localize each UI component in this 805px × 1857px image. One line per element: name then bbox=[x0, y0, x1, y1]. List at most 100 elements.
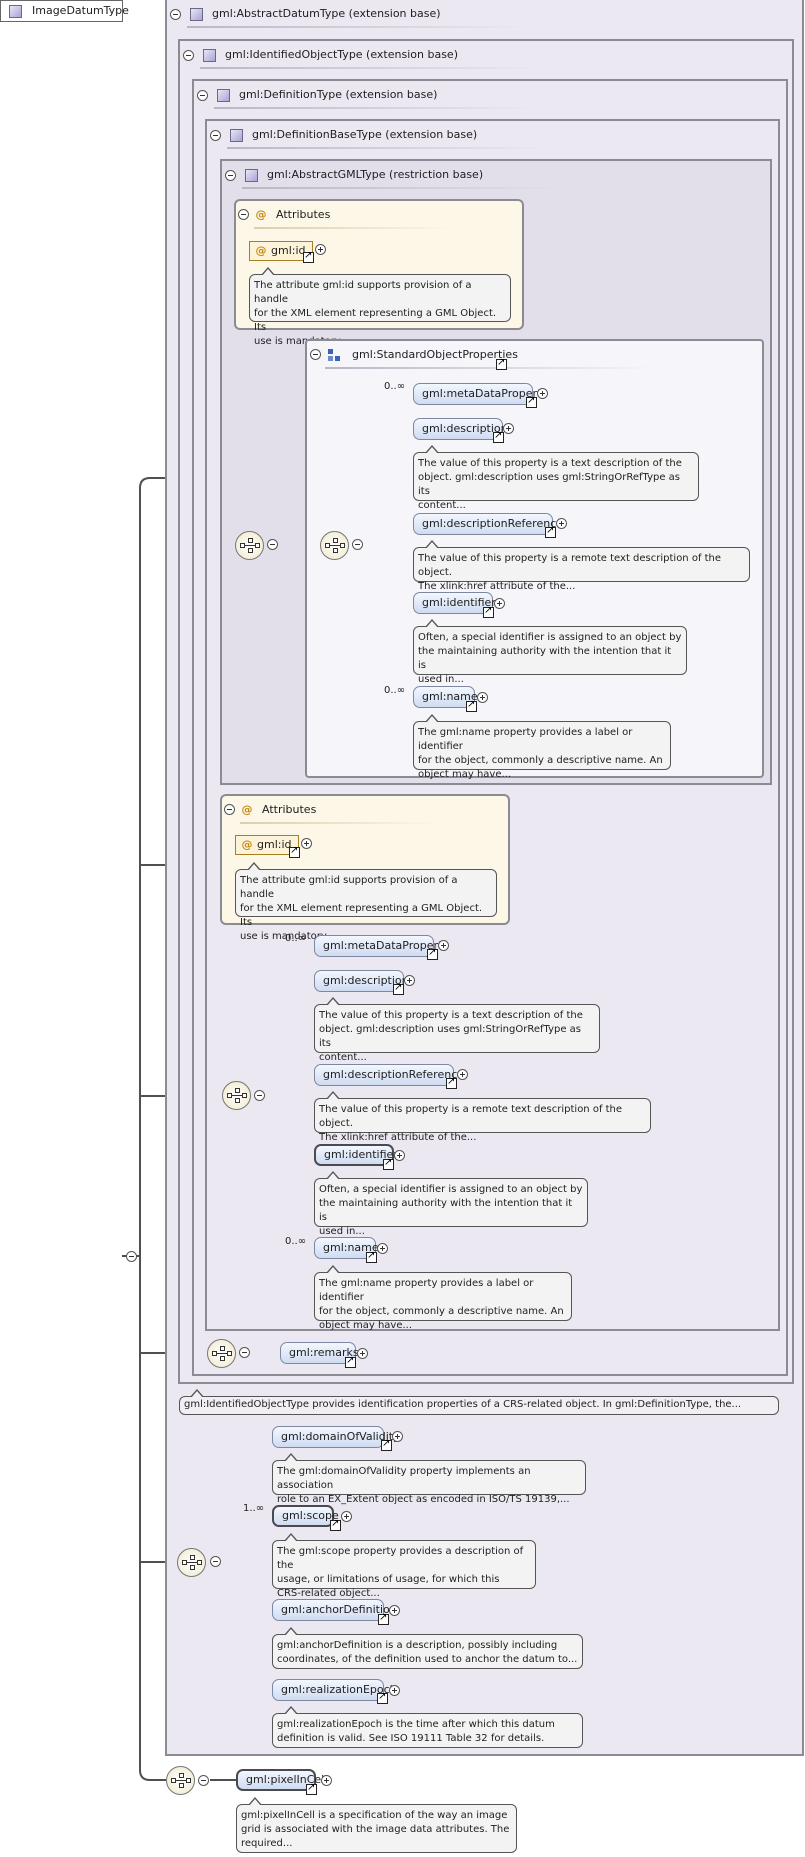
element-link-icon[interactable] bbox=[377, 1691, 388, 1704]
doc-line: CRS-related object... bbox=[277, 1588, 380, 1599]
identified-object-type-doc: gml:IdentifiedObjectType provides identi… bbox=[179, 1396, 779, 1415]
frame-title-underline bbox=[214, 107, 534, 109]
collapse-sequence-button[interactable] bbox=[254, 1090, 265, 1101]
collapse-sequence-button[interactable] bbox=[239, 1347, 250, 1358]
element-link-icon[interactable] bbox=[466, 699, 477, 712]
attribute-link-icon[interactable] bbox=[303, 250, 314, 263]
root-element-image-datum-type[interactable]: ImageDatumType bbox=[0, 0, 129, 22]
sequence-compositor-icon[interactable] bbox=[207, 1339, 236, 1368]
element-link-icon[interactable] bbox=[545, 525, 556, 538]
sequence-compositor-icon[interactable] bbox=[235, 531, 264, 560]
collapse-abstract-gml-button[interactable] bbox=[225, 170, 236, 181]
element-anchor-definition-doc: gml:anchorDefinition is a description, p… bbox=[272, 1627, 583, 1669]
collapse-attributes-button[interactable] bbox=[238, 209, 249, 220]
collapse-identified-object-button[interactable] bbox=[183, 50, 194, 61]
element-anchor-definition[interactable]: gml:anchorDefinition bbox=[272, 1599, 397, 1621]
frame-title-underline bbox=[227, 147, 547, 149]
expand-element-button[interactable] bbox=[477, 692, 488, 703]
element-link-icon[interactable] bbox=[393, 982, 404, 995]
element-link-icon[interactable] bbox=[306, 1782, 317, 1795]
expand-attribute-button[interactable] bbox=[315, 244, 326, 255]
element-link-icon[interactable] bbox=[483, 605, 494, 618]
element-description[interactable]: gml:description bbox=[314, 970, 409, 992]
element-description-reference[interactable]: gml:descriptionReference bbox=[413, 513, 563, 535]
element-link-icon[interactable] bbox=[381, 1438, 392, 1451]
doc-pointer-fill bbox=[191, 1391, 203, 1398]
expand-element-button[interactable] bbox=[394, 1150, 405, 1161]
collapse-attributes-button[interactable] bbox=[224, 804, 235, 815]
doc-line: The xlink:href attribute of the... bbox=[418, 581, 576, 592]
sequence-compositor-icon[interactable] bbox=[166, 1766, 195, 1795]
element-link-icon[interactable] bbox=[493, 430, 504, 443]
element-link-icon[interactable] bbox=[366, 1250, 377, 1263]
doc-line: The value of this property is a text des… bbox=[418, 458, 682, 469]
collapse-sequence-button[interactable] bbox=[352, 539, 363, 550]
expand-element-button[interactable] bbox=[321, 1775, 332, 1786]
expand-element-button[interactable] bbox=[377, 1243, 388, 1254]
element-pixel-in-cell[interactable]: gml:pixelInCell bbox=[236, 1769, 327, 1791]
sequence-compositor-icon[interactable] bbox=[222, 1081, 251, 1110]
collapse-sequence-button[interactable] bbox=[198, 1775, 209, 1786]
element-remarks[interactable]: gml:remarks bbox=[280, 1342, 359, 1364]
expand-element-button[interactable] bbox=[494, 598, 505, 609]
root-label: ImageDatumType bbox=[32, 4, 129, 17]
attribute-group-icon: @ bbox=[241, 803, 253, 816]
element-name[interactable]: gml:name bbox=[413, 686, 478, 708]
attribute-link-icon[interactable] bbox=[289, 845, 300, 858]
doc-line: object may have... bbox=[319, 1320, 413, 1331]
expand-element-button[interactable] bbox=[341, 1511, 352, 1522]
collapse-definition-button[interactable] bbox=[197, 90, 208, 101]
element-link-icon[interactable] bbox=[526, 395, 537, 408]
element-link-icon[interactable] bbox=[383, 1157, 394, 1170]
element-link-icon[interactable] bbox=[345, 1355, 356, 1368]
doc-line: used in... bbox=[418, 674, 464, 685]
element-link-icon[interactable] bbox=[378, 1612, 389, 1625]
frame-title-definition: gml:DefinitionType (extension base) bbox=[239, 88, 438, 101]
collapse-sequence-button[interactable] bbox=[267, 539, 278, 550]
collapse-abstract-datum-button[interactable] bbox=[170, 9, 181, 20]
doc-line: The value of this property is a remote t… bbox=[418, 553, 722, 578]
element-link-icon[interactable] bbox=[427, 947, 438, 960]
expand-element-button[interactable] bbox=[357, 1348, 368, 1359]
attribute-icon: @ bbox=[241, 838, 253, 851]
collapse-group-button[interactable] bbox=[310, 349, 321, 360]
occurrence-label: 0..∞ bbox=[384, 381, 406, 392]
expand-element-button[interactable] bbox=[392, 1431, 403, 1442]
occurrence-label: 0..∞ bbox=[285, 1236, 307, 1247]
element-name[interactable]: gml:name bbox=[314, 1237, 379, 1259]
expand-element-button[interactable] bbox=[389, 1685, 400, 1696]
sequence-compositor-icon[interactable] bbox=[320, 531, 349, 560]
expand-element-button[interactable] bbox=[404, 975, 415, 986]
doc-line: object. gml:description uses gml:StringO… bbox=[319, 1024, 581, 1049]
element-identifier[interactable]: gml:identifier bbox=[413, 592, 496, 614]
attribute-gml-id[interactable]: @ gml:id bbox=[235, 835, 299, 855]
element-description[interactable]: gml:description bbox=[413, 418, 508, 440]
group-link-icon[interactable] bbox=[496, 357, 507, 370]
expand-element-button[interactable] bbox=[503, 423, 514, 434]
doc-line: gml:realizationEpoch is the time after w… bbox=[277, 1719, 555, 1730]
element-link-icon[interactable] bbox=[446, 1076, 457, 1089]
element-link-icon[interactable] bbox=[330, 1518, 341, 1531]
doc-line: coordinates, of the definition used to a… bbox=[277, 1654, 578, 1665]
collapse-sequence-button[interactable] bbox=[210, 1556, 221, 1567]
element-description-reference[interactable]: gml:descriptionReference bbox=[314, 1064, 464, 1086]
collapse-definition-base-button[interactable] bbox=[210, 130, 221, 141]
sequence-compositor-icon[interactable] bbox=[177, 1548, 206, 1577]
element-metadata-property[interactable]: gml:metaDataProperty bbox=[413, 383, 548, 405]
attribute-gml-id[interactable]: @ gml:id bbox=[249, 241, 313, 261]
expand-element-button[interactable] bbox=[438, 940, 449, 951]
frame-title-abstract-datum: gml:AbstractDatumType (extension base) bbox=[212, 7, 441, 20]
element-domain-of-validity[interactable]: gml:domainOfValidity bbox=[272, 1426, 400, 1448]
doc-line: Often, a special identifier is assigned … bbox=[319, 1184, 583, 1195]
element-scope[interactable]: gml:scope bbox=[272, 1505, 339, 1527]
element-metadata-property[interactable]: gml:metaDataProperty bbox=[314, 935, 449, 957]
expand-element-button[interactable] bbox=[457, 1069, 468, 1080]
element-realization-epoch[interactable]: gml:realizationEpoch bbox=[272, 1679, 397, 1701]
element-identifier[interactable]: gml:identifier bbox=[314, 1144, 398, 1166]
expand-element-button[interactable] bbox=[389, 1605, 400, 1616]
expand-attribute-button[interactable] bbox=[301, 838, 312, 849]
doc-line: The attribute gml:id supports provision … bbox=[254, 280, 472, 305]
expand-element-button[interactable] bbox=[537, 388, 548, 399]
collapse-root-button[interactable] bbox=[126, 1251, 137, 1262]
expand-element-button[interactable] bbox=[556, 518, 567, 529]
